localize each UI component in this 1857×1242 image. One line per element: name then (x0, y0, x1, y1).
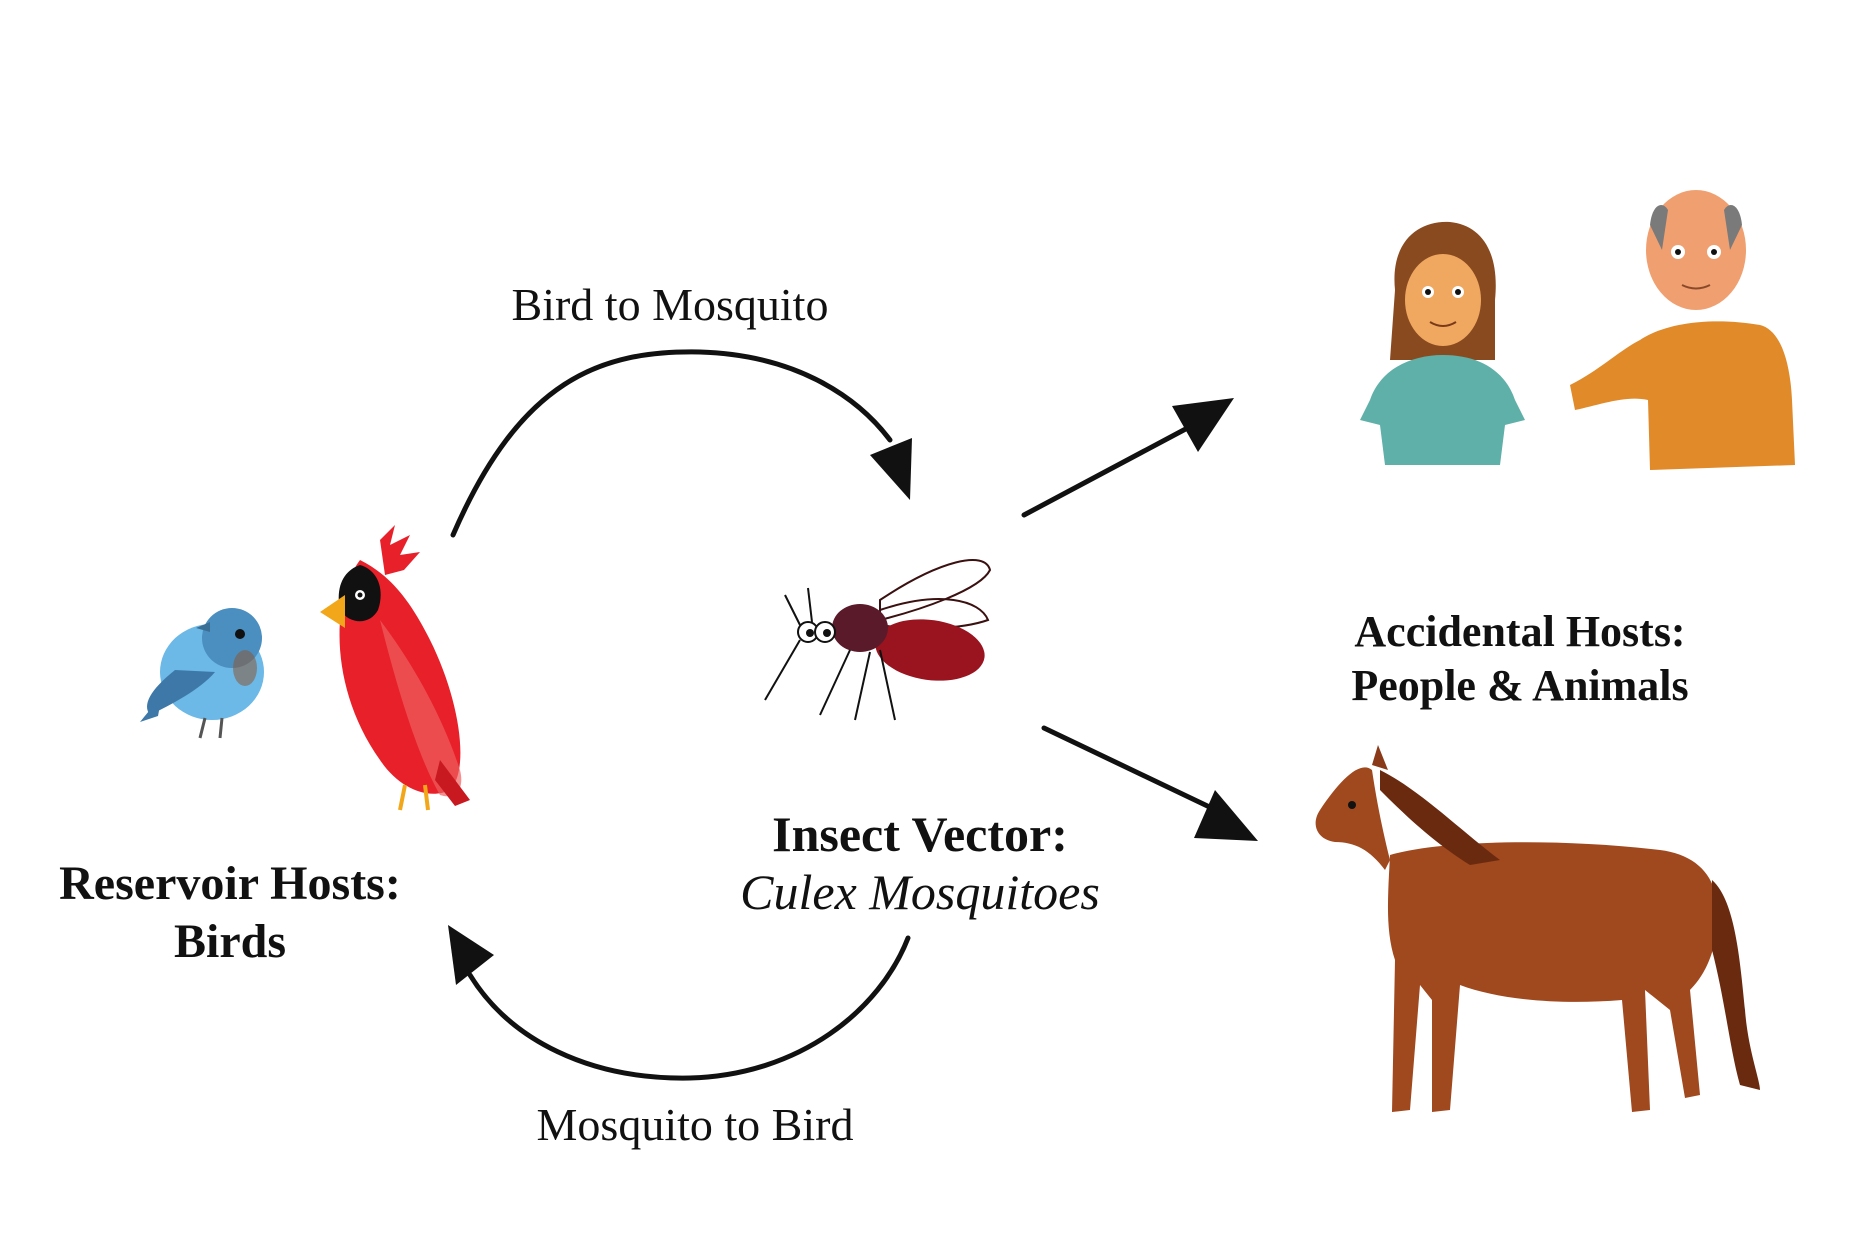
man-icon (1570, 190, 1795, 470)
reservoir-title-line2: Birds (173, 915, 287, 968)
to-horse-arrow (1041, 725, 1258, 841)
reservoir-hosts-label: Reservoir Hosts: Birds (30, 855, 430, 971)
to-people-arrow (1021, 398, 1234, 518)
vector-title: Insect Vector: (772, 806, 1068, 862)
bird-to-mosquito-arrow (450, 349, 912, 538)
bird-to-mosquito-label: Bird to Mosquito (511, 279, 829, 330)
vector-subtitle: Culex Mosquitoes (740, 864, 1100, 920)
bluebird-icon (140, 608, 264, 739)
reservoir-title-line1: Reservoir Hosts: (59, 857, 401, 910)
cardinal-icon (320, 525, 470, 811)
accidental-hosts-label: Accidental Hosts: People & Animals (1320, 605, 1720, 713)
girl-icon (1360, 221, 1525, 465)
accidental-title-line2: People & Animals (1351, 661, 1689, 710)
mosquito-to-bird-label: Mosquito to Bird (536, 1099, 854, 1150)
accidental-title-line1: Accidental Hosts: (1354, 607, 1686, 656)
insect-vector-label: Insect Vector: Culex Mosquitoes (720, 805, 1120, 921)
horse-icon (1315, 745, 1760, 1112)
mosquito-icon (764, 559, 992, 721)
mosquito-to-bird-arrow (448, 925, 911, 1081)
